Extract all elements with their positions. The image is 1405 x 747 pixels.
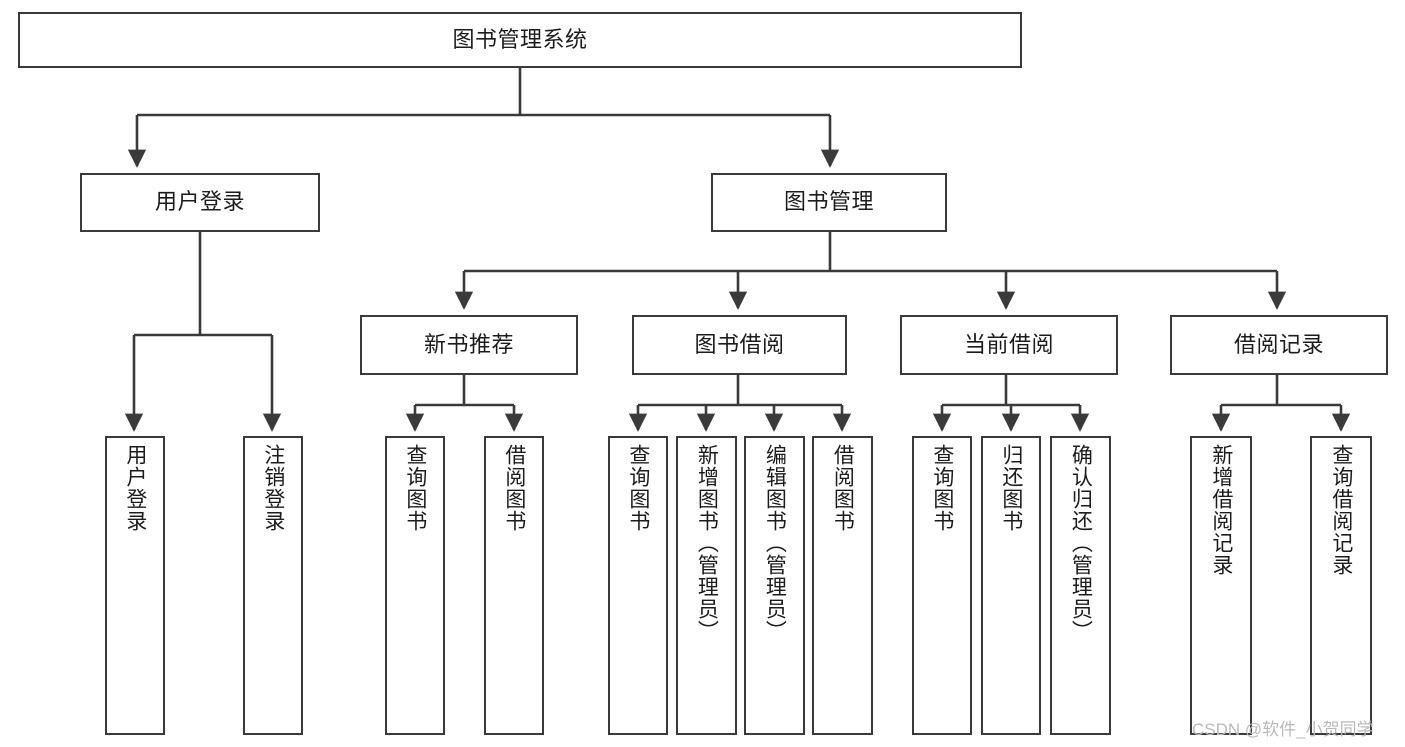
node-leaf-return-book-label: 归还图书 <box>999 444 1023 532</box>
node-current-borrow-label: 当前借阅 <box>963 331 1054 357</box>
node-book-borrow-label: 图书借阅 <box>694 331 785 357</box>
node-leaf-edit-book-label: 编辑图书（管理员） <box>763 444 787 642</box>
node-leaf-query-book-1[interactable]: 查询图书 <box>385 436 445 735</box>
node-leaf-query-book-2[interactable]: 查询图书 <box>608 436 668 735</box>
node-leaf-return-book[interactable]: 归还图书 <box>981 436 1041 735</box>
node-book-manage-label: 图书管理 <box>783 189 874 215</box>
node-leaf-query-record-label: 查询借阅记录 <box>1329 444 1353 576</box>
node-root[interactable]: 图书管理系统 <box>18 12 1022 68</box>
node-borrow-record[interactable]: 借阅记录 <box>1170 315 1388 375</box>
node-leaf-query-book-3-label: 查询图书 <box>930 444 954 532</box>
node-borrow-record-label: 借阅记录 <box>1233 331 1324 357</box>
node-new-book-recommend[interactable]: 新书推荐 <box>360 315 578 375</box>
node-leaf-query-book-3[interactable]: 查询图书 <box>912 436 972 735</box>
node-user-login-label: 用户登录 <box>154 189 245 215</box>
node-leaf-query-book-2-label: 查询图书 <box>626 444 650 532</box>
node-leaf-logout-label: 注销登录 <box>261 444 285 532</box>
node-leaf-add-record-label: 新增借阅记录 <box>1209 444 1233 576</box>
node-leaf-borrow-book-2[interactable]: 借阅图书 <box>812 436 873 735</box>
node-leaf-confirm-return-label: 确认归还（管理员） <box>1069 444 1093 642</box>
node-book-borrow[interactable]: 图书借阅 <box>632 315 847 375</box>
node-current-borrow[interactable]: 当前借阅 <box>900 315 1118 375</box>
node-leaf-query-record[interactable]: 查询借阅记录 <box>1310 436 1372 735</box>
csdn-watermark: CSDN @软件_小贺同学 <box>1192 720 1374 739</box>
node-new-book-recommend-label: 新书推荐 <box>423 331 514 357</box>
node-leaf-add-book[interactable]: 新增图书（管理员） <box>676 436 737 735</box>
node-leaf-query-book-1-label: 查询图书 <box>403 444 427 532</box>
node-user-login[interactable]: 用户登录 <box>80 173 320 232</box>
node-leaf-user-login-label: 用户登录 <box>123 444 147 532</box>
node-leaf-borrow-book-1-label: 借阅图书 <box>502 444 526 532</box>
node-leaf-user-login[interactable]: 用户登录 <box>105 436 165 735</box>
node-leaf-add-record[interactable]: 新增借阅记录 <box>1190 436 1252 735</box>
node-leaf-borrow-book-2-label: 借阅图书 <box>831 444 855 532</box>
node-leaf-edit-book[interactable]: 编辑图书（管理员） <box>744 436 805 735</box>
node-leaf-add-book-label: 新增图书（管理员） <box>695 444 719 642</box>
node-leaf-logout[interactable]: 注销登录 <box>243 436 303 735</box>
node-book-manage[interactable]: 图书管理 <box>711 173 947 232</box>
node-root-label: 图书管理系统 <box>452 26 588 52</box>
node-leaf-borrow-book-1[interactable]: 借阅图书 <box>484 436 544 735</box>
node-leaf-confirm-return[interactable]: 确认归还（管理员） <box>1050 436 1111 735</box>
